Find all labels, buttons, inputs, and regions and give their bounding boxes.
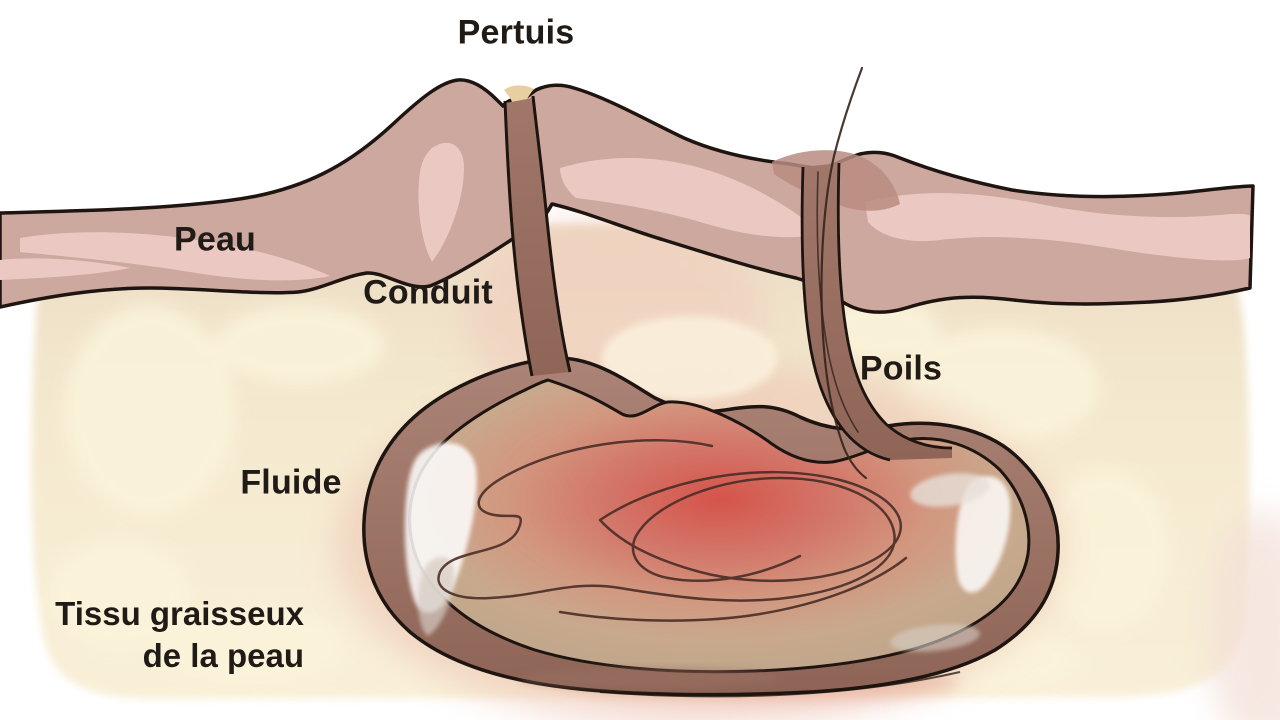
fat-blob <box>1040 470 1170 630</box>
hair-duct-wall-left <box>800 166 891 462</box>
hair-duct <box>800 162 953 462</box>
hair <box>816 66 868 480</box>
cavity-highlights <box>404 442 1011 652</box>
hair-duct-fill <box>802 163 952 460</box>
label-poils: Poils <box>859 349 943 388</box>
skin-streak <box>560 157 822 238</box>
fat-blob <box>155 607 345 683</box>
label-pertuis: Pertuis <box>457 13 575 52</box>
highlight-bottom <box>890 624 980 652</box>
hair-tangle-line <box>437 439 896 602</box>
label-conduit: Conduit <box>363 273 493 312</box>
hair-tangle-line <box>558 556 908 622</box>
conduit-duct <box>503 95 572 377</box>
skin-streaks <box>0 142 1250 281</box>
hair-tangle-line <box>598 470 902 583</box>
label-fluide: Fluide <box>240 463 342 502</box>
skin-streak <box>418 142 464 262</box>
label-tissu-graisseux-line1: Tissu graisseux <box>55 595 304 632</box>
highlight-left <box>404 442 477 614</box>
cyst-under-shadow <box>520 668 780 688</box>
cyst-shadow-line <box>599 671 961 698</box>
label-peau: Peau <box>173 220 257 259</box>
skin-streak <box>20 232 330 281</box>
conduit-wall-right <box>531 95 572 373</box>
label-tissu-graisseux-line2: de la peau <box>142 637 304 674</box>
fat-blob <box>65 305 235 515</box>
skin-streak <box>0 258 130 280</box>
skin-streak <box>865 193 1250 261</box>
highlight-top-right <box>910 473 990 507</box>
pink-corner-right <box>1207 510 1280 720</box>
hair-duct-wall-right <box>836 162 953 450</box>
sinus-opening-plug <box>504 85 534 112</box>
highlight-left-tail <box>418 556 455 636</box>
fat-blob-between-ducts <box>602 316 778 400</box>
hair-strand-inner <box>816 171 859 433</box>
conduit-wall-left <box>503 100 534 377</box>
hair-tangle <box>437 439 908 622</box>
highlight-right <box>955 476 1011 593</box>
fat-blob <box>215 305 385 385</box>
label-tissu-graisseux: Tissu graisseux de la peau <box>42 593 304 677</box>
fat-blob <box>50 540 190 650</box>
